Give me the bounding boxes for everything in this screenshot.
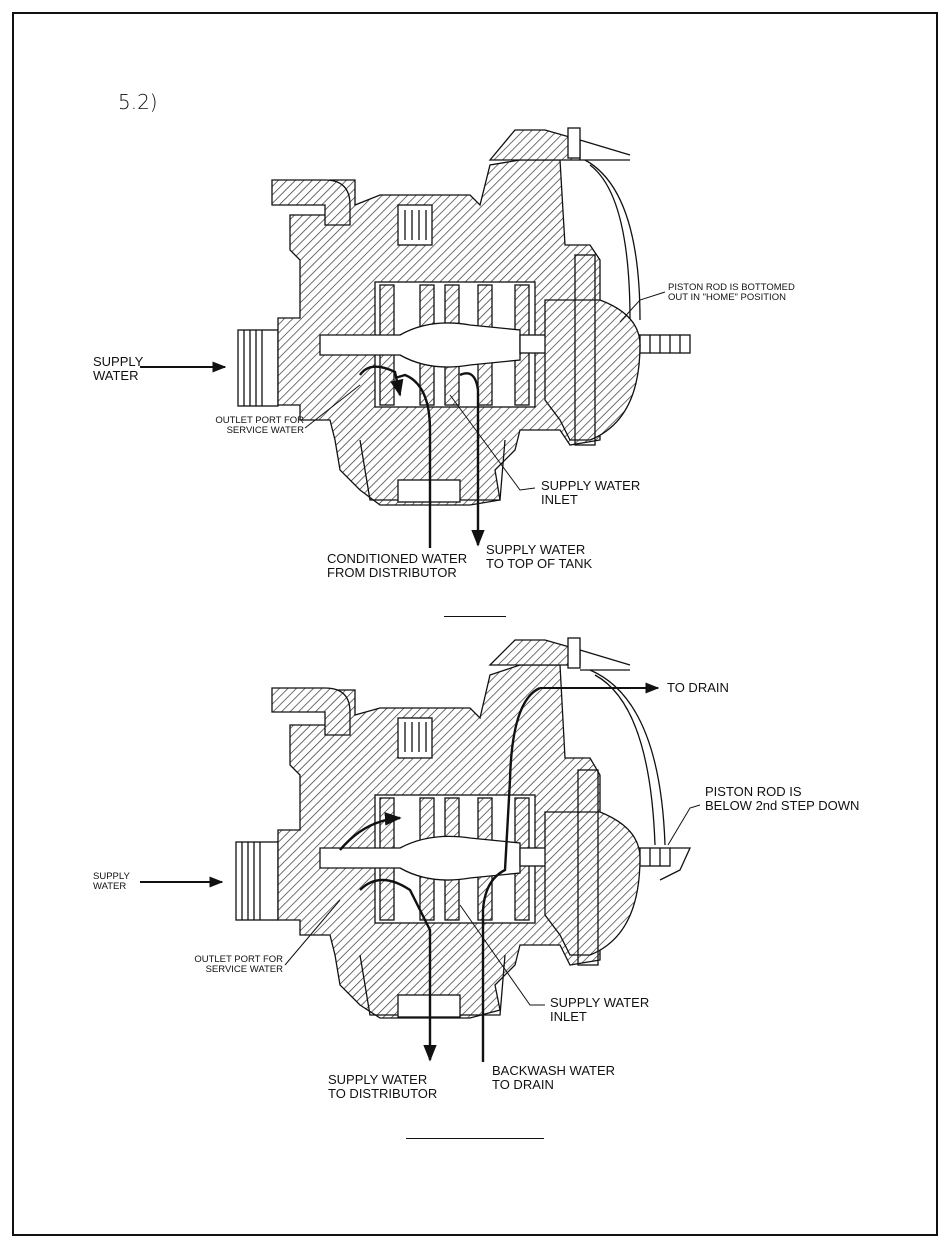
page-border — [12, 12, 938, 1236]
caption-rule-1 — [444, 616, 506, 617]
cover-outline — [584, 159, 641, 321]
leader-piston — [667, 804, 701, 846]
label-to-drain: TO DRAIN — [667, 680, 729, 695]
label-supply-inlet-1: SUPPLY WATER INLET — [541, 478, 641, 507]
end-housing — [544, 811, 641, 956]
label-outlet-port-2: OUTLET PORT FOR SERVICE WATER — [194, 954, 283, 975]
valve-diagram-service — [140, 127, 691, 548]
label-to-top-of-tank: SUPPLY WATER TO TOP OF TANK — [486, 542, 593, 571]
supply-inlet-port — [235, 841, 279, 921]
valve-diagram-backwash — [140, 637, 701, 1062]
supply-inlet-port — [237, 329, 279, 407]
injector — [397, 717, 433, 759]
label-piston-step-down: PISTON ROD IS BELOW 2nd STEP DOWN — [705, 784, 860, 813]
flow-backwash — [481, 686, 541, 1062]
drain-fitting — [488, 639, 581, 666]
leader-inlet — [459, 904, 545, 1006]
label-backwash-to-drain: BACKWASH WATER TO DRAIN — [492, 1063, 616, 1092]
injector — [397, 204, 433, 246]
label-supply-water-1: SUPPLY WATER — [93, 354, 144, 383]
label-conditioned-water: CONDITIONED WATER FROM DISTRIBUTOR — [327, 551, 468, 580]
flow-to-top-of-tank — [459, 372, 485, 547]
end-housing — [544, 299, 641, 441]
flow-conditioned — [394, 373, 432, 548]
section-number: 5.2) — [118, 90, 158, 114]
label-supply-water-2: SUPPLY WATER — [93, 871, 130, 892]
label-piston-home: PISTON ROD IS BOTTOMED OUT IN "HOME" POS… — [668, 282, 795, 303]
leader-outlet — [304, 384, 361, 429]
drain-fitting — [488, 129, 581, 161]
label-to-distributor: SUPPLY WATER TO DISTRIBUTOR — [328, 1072, 438, 1101]
label-outlet-port-1: OUTLET PORT FOR SERVICE WATER — [215, 415, 304, 436]
label-supply-inlet-2: SUPPLY WATER INLET — [550, 995, 650, 1024]
brine-elbow — [271, 179, 351, 226]
caption-rule-2 — [406, 1138, 544, 1139]
piston — [319, 835, 521, 881]
leader-piston — [619, 291, 666, 323]
flow-to-distributor — [359, 878, 437, 1062]
cover-outline — [589, 669, 666, 846]
brine-elbow — [271, 687, 351, 736]
piston — [319, 322, 521, 368]
leader-outlet — [284, 899, 341, 966]
leader-inlet — [449, 394, 536, 491]
